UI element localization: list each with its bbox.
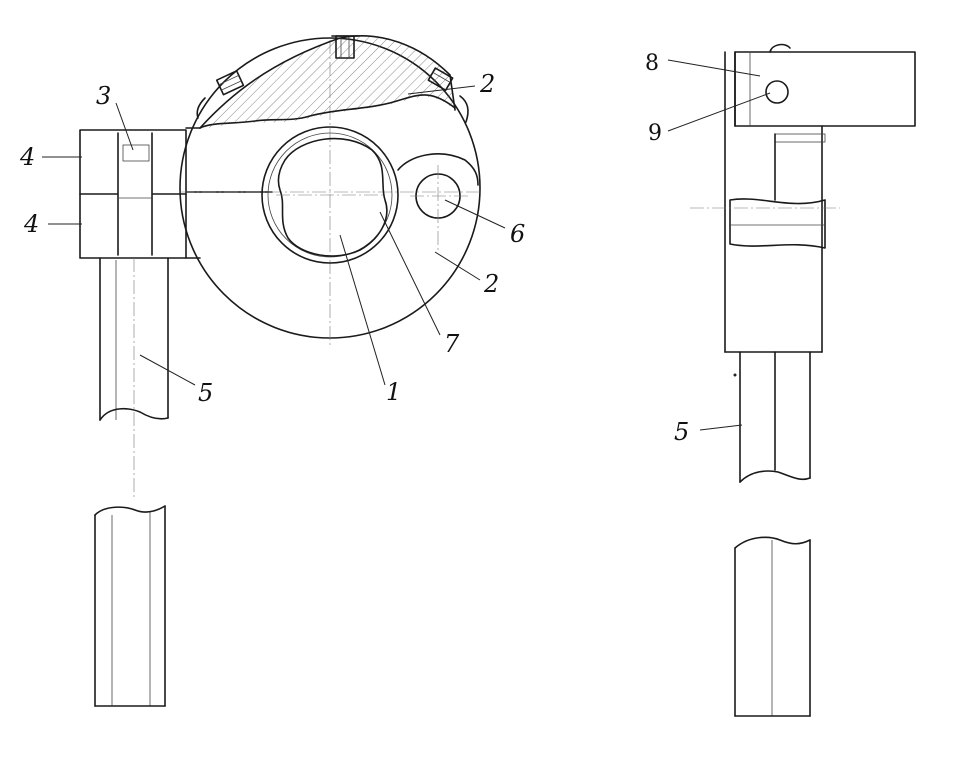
label-4-top: 4 [19, 143, 35, 171]
right-view [690, 43, 916, 717]
top-bar [734, 43, 916, 127]
vertical-body [690, 51, 840, 353]
clamp-block [79, 127, 201, 259]
label-3: 3 [96, 82, 111, 110]
label-8: 8 [645, 51, 659, 76]
cap-screw-left [215, 70, 245, 96]
label-5-right: 5 [674, 418, 689, 446]
label-1: 1 [386, 378, 401, 406]
side-lug [397, 153, 479, 250]
label-2-mid: 2 [483, 270, 499, 298]
handle-tube-lower [94, 505, 166, 707]
part-labels: 4 4 3 5 1 7 2 2 6 8 9 5 [19, 51, 689, 446]
cap-screw-right [427, 67, 454, 91]
leader-lines [42, 59, 771, 431]
label-5-left: 5 [198, 379, 213, 407]
handle-tube-right-upper [733, 351, 811, 483]
cap-screw-top [331, 35, 359, 59]
label-6: 6 [510, 220, 525, 248]
label-7: 7 [444, 330, 460, 358]
handle-tube-right-lower [734, 536, 811, 717]
label-9: 9 [648, 121, 662, 146]
handle-tube-upper [99, 257, 169, 500]
central-bore [261, 126, 399, 264]
left-view [79, 35, 481, 707]
label-4-bottom: 4 [23, 210, 39, 238]
label-2-top: 2 [479, 70, 495, 98]
